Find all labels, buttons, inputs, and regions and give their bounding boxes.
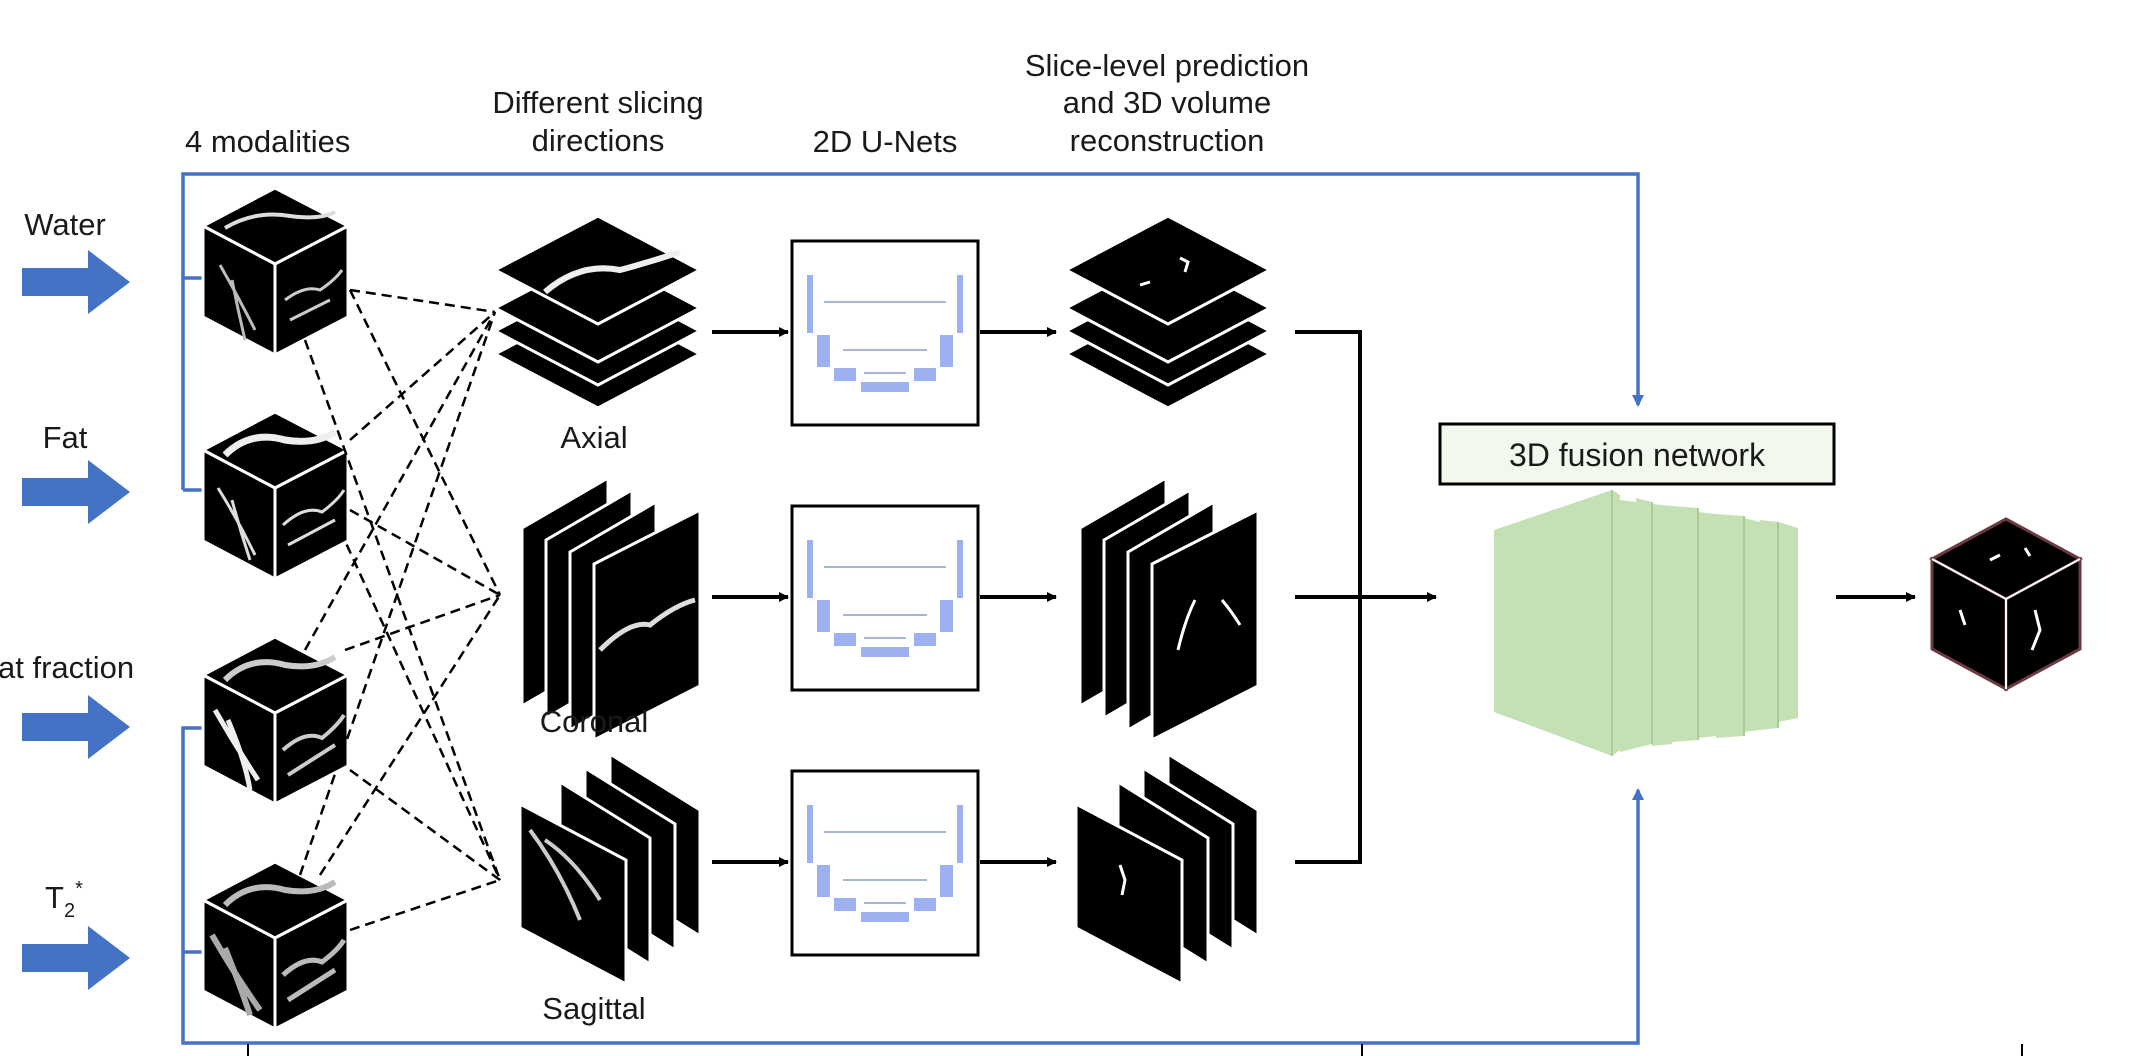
slice-label-axial: Axial <box>560 420 627 455</box>
header-prediction-line2: and 3D volume <box>1063 85 1272 120</box>
axial-slice-stack <box>491 214 704 410</box>
header-unets: 2D U-Nets <box>813 124 958 159</box>
header-prediction-line1: Slice-level prediction <box>1025 48 1309 83</box>
prediction-axial-stack <box>1062 214 1274 410</box>
bypass-lines <box>181 172 1644 1045</box>
header-prediction-line3: reconstruction <box>1070 123 1265 158</box>
fusion-label-box <box>1438 422 1836 486</box>
header-slicing-line2: directions <box>532 123 665 158</box>
input-label-t2star: T2* <box>45 878 83 922</box>
t2star-sub: 2 <box>64 900 75 922</box>
t2star-sup: * <box>75 878 83 900</box>
merge-lines <box>1295 330 1437 864</box>
fusion-network <box>1494 490 1798 756</box>
output-cube <box>1928 517 2084 692</box>
input-label-fat: Fat <box>43 420 88 455</box>
modality-cube-fat <box>199 410 352 582</box>
unet-coronal <box>790 504 980 692</box>
modality-cube-fat-fraction <box>199 635 352 807</box>
slicing-connections <box>298 288 502 932</box>
input-label-fat-fraction: at fraction <box>0 650 134 685</box>
bottom-ticks <box>247 1044 2023 1056</box>
modality-cube-water <box>199 186 352 358</box>
slice-label-coronal: Coronal <box>540 704 649 739</box>
slice-label-sagittal: Sagittal <box>542 991 645 1026</box>
header-modalities: 4 modalities <box>185 124 350 159</box>
bottom-bypass-line <box>181 726 1644 1045</box>
input-arrow-water <box>22 250 130 314</box>
unet-axial <box>790 239 980 427</box>
prediction-sagittal-stack <box>1074 751 1260 987</box>
prediction-coronal-stack <box>1078 475 1260 743</box>
t2star-main: T <box>45 880 64 915</box>
coronal-slice-stack <box>520 475 702 743</box>
input-arrow-t2star <box>22 926 130 990</box>
top-bypass-line <box>181 172 1644 407</box>
modality-cube-t2star <box>199 860 352 1032</box>
input-arrow-fat-fraction <box>22 695 130 759</box>
unet-sagittal <box>790 769 980 957</box>
fusion-label: 3D fusion network <box>1509 437 1766 473</box>
input-label-water: Water <box>24 207 106 242</box>
header-slicing-line1: Different slicing <box>492 85 703 120</box>
sagittal-slice-stack <box>518 751 702 987</box>
input-arrow-fat <box>22 460 130 524</box>
